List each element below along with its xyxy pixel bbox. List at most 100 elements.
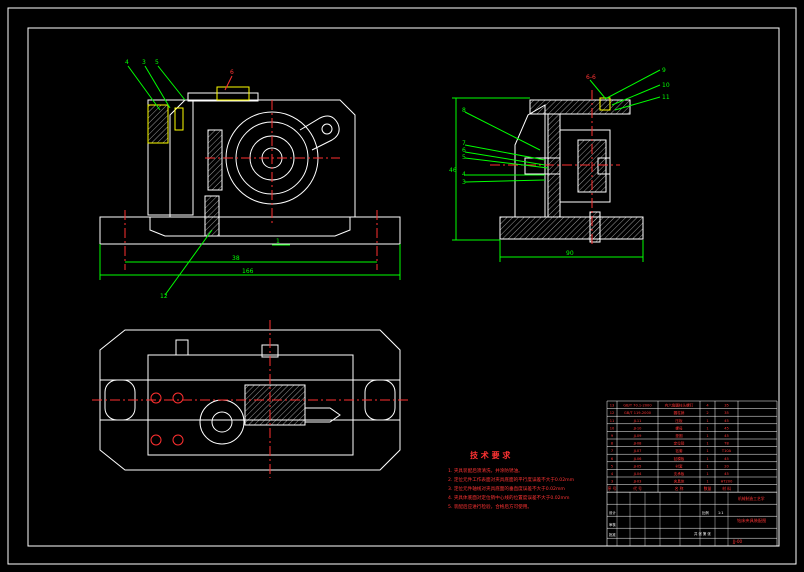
callout-side-10: 10 — [662, 82, 670, 89]
callout-side-4: 4 — [462, 171, 466, 178]
callout-side-3: 3 — [462, 179, 466, 186]
side-leader-5 — [464, 157, 549, 169]
callout-side-8: 8 — [462, 107, 466, 114]
side-bottom-pin — [589, 211, 601, 243]
tech-requirement-1: 1. 夹具装配后须清洗，并涂防锈油。 — [448, 467, 523, 474]
front-view — [99, 65, 401, 296]
parts-cell: JJ-03 — [633, 480, 642, 484]
front-handle-arm — [299, 115, 340, 151]
top-view — [92, 320, 410, 478]
dim-side-width: 90 — [566, 250, 574, 257]
parts-cell: 1 — [706, 426, 708, 430]
parts-cell: 2 — [706, 411, 708, 415]
front-base-step — [149, 217, 351, 237]
parts-cell: 7 — [611, 449, 613, 453]
tech-requirement-2: 2. 定位元件工作表面对夹具底面的平行度误差不大于0.02mm — [448, 476, 575, 483]
parts-cell: 垫圈 — [675, 433, 683, 438]
tech-requirement-4: 4. 夹具体底面对定位销中心线的位置度误差不大于0.02mm — [448, 494, 570, 501]
parts-cell: 4 — [706, 404, 709, 408]
parts-cell: 35 — [724, 404, 729, 408]
front-leader-3 — [144, 65, 171, 109]
parts-header-cell: 材 料 — [722, 486, 731, 491]
front-base — [99, 216, 401, 245]
parts-cell: 35 — [724, 411, 729, 415]
callout-side-11: 11 — [662, 94, 670, 101]
parts-cell: T10A — [721, 449, 732, 453]
top-clamp-arm — [305, 407, 341, 423]
front-leader-12 — [164, 229, 213, 296]
title-scale: 1:1 — [718, 511, 723, 515]
parts-cell: 1 — [706, 449, 708, 453]
parts-cell: 3 — [611, 480, 613, 484]
parts-cell: 1 — [706, 442, 708, 446]
parts-cell: 衬套 — [675, 463, 683, 468]
front-top-plate — [187, 92, 259, 102]
parts-cell: JJ-08 — [633, 442, 643, 446]
callout-front-6: 6 — [230, 69, 234, 76]
parts-header-cell: 数量 — [704, 486, 712, 491]
front-bottom-pin — [204, 195, 220, 237]
parts-cell: 1 — [706, 472, 708, 476]
title-sheet: 共 张 第 张 — [694, 531, 711, 536]
parts-cell: JJ-11 — [633, 419, 642, 423]
side-leader-3 — [464, 179, 546, 183]
side-shaft — [524, 157, 561, 175]
parts-cell: JJ-09 — [633, 434, 643, 438]
callout-side-9: 9 — [662, 67, 666, 74]
parts-cell: 20 — [724, 464, 729, 468]
top-body — [147, 354, 354, 456]
parts-cell: 12 — [610, 411, 615, 415]
parts-cell: 钻套 — [675, 448, 683, 453]
parts-header-cell: 名 称 — [675, 486, 684, 491]
front-bolt — [174, 107, 184, 131]
parts-cell: 定位销 — [674, 441, 685, 446]
top-tab — [175, 339, 189, 356]
callout-front-4: 4 — [125, 59, 129, 66]
parts-cell: JJ-05 — [633, 464, 642, 468]
parts-header-cell: 序 号 — [608, 486, 617, 491]
side-view — [452, 69, 661, 262]
parts-cell: 夹具体 — [674, 479, 685, 484]
parts-cell: JJ-10 — [633, 426, 643, 430]
front-leader-5 — [157, 65, 186, 101]
parts-cell: 9 — [611, 434, 614, 438]
title-area — [606, 491, 778, 547]
parts-cell: 1 — [706, 419, 708, 423]
callout-front-12: 12 — [160, 293, 168, 300]
front-left-block — [147, 99, 194, 216]
parts-cell: 内六角圆柱头螺钉 — [665, 403, 694, 408]
parts-cell: 45 — [724, 472, 729, 476]
title-checker: 审核 — [609, 522, 616, 527]
parts-cell: T8 — [723, 442, 729, 446]
title-scale-label: 比例 — [702, 510, 709, 515]
side-top-plate — [529, 99, 631, 115]
title-approve: 批准 — [609, 532, 616, 537]
front-handle-pin — [321, 123, 333, 135]
title-drawing-no: JJ-00 — [732, 539, 742, 544]
front-body — [169, 99, 356, 217]
title-school: 机械制造工艺学 — [738, 496, 765, 501]
dim-front-inner: 38 — [232, 255, 240, 262]
parts-cell: 45 — [724, 426, 729, 430]
parts-cell: JJ-07 — [633, 449, 642, 453]
tech-requirement-5: 5. 装配后应进行检验，合格后方可使用。 — [448, 503, 532, 510]
parts-cell: GB/T 70.1-2000 — [623, 404, 652, 408]
tech-requirements-title: 技 术 要 求 — [470, 450, 511, 460]
front-bolt-area — [147, 104, 169, 144]
callout-side-5: 5 — [462, 154, 466, 161]
front-hatch-column — [207, 129, 223, 191]
top-disc-inner — [211, 411, 233, 433]
parts-cell: 钻模板 — [674, 456, 685, 461]
callout-front-3: 3 — [142, 59, 146, 66]
top-bolt-1 — [150, 392, 162, 404]
outer-frame — [7, 7, 797, 565]
top-bolt-4 — [172, 434, 184, 446]
top-bolt-3 — [172, 392, 184, 404]
parts-cell: 支承板 — [674, 471, 685, 476]
parts-cell: 45 — [724, 457, 729, 461]
dim-front-width: 166 — [242, 268, 254, 275]
front-leader-4 — [127, 65, 161, 111]
